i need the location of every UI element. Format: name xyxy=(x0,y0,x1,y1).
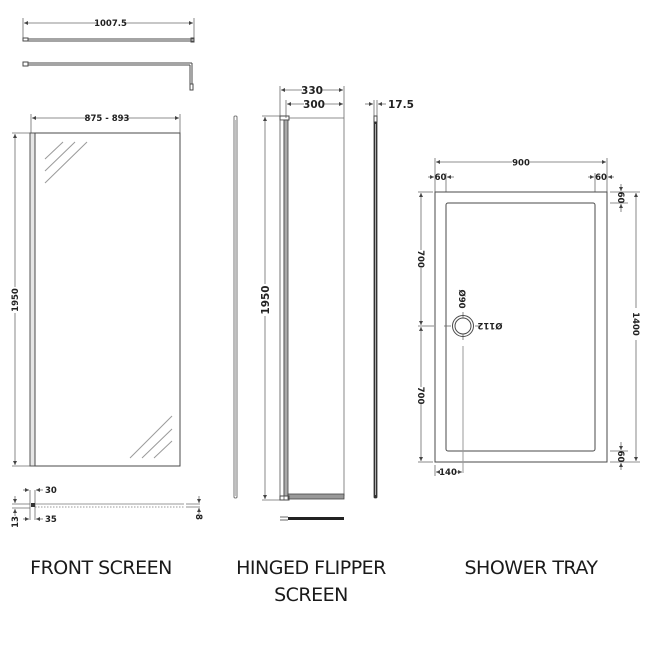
flipper-front-panel xyxy=(279,115,345,501)
flipper-panel-width-dimension: 300 xyxy=(285,99,343,118)
tray-edge-length-dimensions: 60 60 xyxy=(610,184,628,470)
arm-width-label: 1007.5 xyxy=(94,19,127,29)
shower-tray-caption: SHOWER TRAY xyxy=(430,555,632,582)
profile-dim-left-label: 13 xyxy=(11,516,21,528)
flipper-right-edge-view xyxy=(373,115,378,499)
flipper-height-dimension: 1950 xyxy=(260,115,286,501)
panel-height-dimension: 1950 xyxy=(11,132,30,467)
panel-width-label: 875 - 893 xyxy=(85,114,130,124)
tray-half-length-top-label: 700 xyxy=(415,250,425,268)
tray-half-length-bottom-label: 700 xyxy=(415,387,425,405)
flipper-overall-width-label: 330 xyxy=(301,85,323,97)
support-arm-side xyxy=(22,61,194,91)
tray-edge-bottom-label: 60 xyxy=(615,451,625,463)
flipper-left-edge-view xyxy=(233,115,238,499)
shower-tray-drawing: 900 60 60 1400 xyxy=(415,158,640,478)
tray-edge-width-dimensions: 60 60 xyxy=(428,173,614,192)
panel-width-dimension: 875 - 893 xyxy=(30,114,181,133)
front-glass-panel xyxy=(29,132,181,467)
flipper-panel-width-label: 300 xyxy=(303,99,325,111)
profile-dim-right-label: 8 xyxy=(193,514,203,520)
flipper-screen-drawing: 330 300 17.5 1950 xyxy=(233,85,414,521)
tray-width-dimension: 900 xyxy=(434,158,608,192)
profile-dim-top-label: 30 xyxy=(45,486,57,496)
tray-edge-right-label: 60 xyxy=(595,173,607,183)
tray-waste-offset-label: 140 xyxy=(439,468,457,478)
flipper-thickness-label: 17.5 xyxy=(388,99,414,111)
tray-length-dimension: 1400 xyxy=(610,191,640,463)
tray-edge-left-label: 60 xyxy=(435,173,447,183)
support-arm-width-dimension: 1007.5 xyxy=(22,18,195,40)
panel-height-label: 1950 xyxy=(11,288,21,312)
tray-edge-top-label: 60 xyxy=(615,192,625,204)
front-screen-caption: FRONT SCREEN xyxy=(0,555,202,582)
tray-waste-offset-dimension: 140 xyxy=(434,465,462,478)
flipper-screen-caption: HINGED FLIPPER SCREEN xyxy=(210,555,412,609)
flipper-plan-view xyxy=(280,516,344,521)
flipper-overall-width-dimension: 330 xyxy=(279,85,345,118)
front-profile-section: 30 35 13 8 xyxy=(11,486,203,528)
flipper-thickness-dimension: 17.5 xyxy=(365,99,414,118)
flipper-screen-caption-line2: SCREEN xyxy=(274,584,348,606)
front-screen-caption-text: FRONT SCREEN xyxy=(30,557,172,579)
tray-length-label: 1400 xyxy=(630,312,640,336)
tray-body xyxy=(434,191,608,463)
waste-outer-diameter-label: Ø112 xyxy=(477,320,502,331)
flipper-screen-caption-line1: HINGED FLIPPER xyxy=(236,557,386,579)
tray-width-label: 900 xyxy=(512,159,530,169)
shower-tray-caption-text: SHOWER TRAY xyxy=(464,557,598,579)
profile-dim-bottom-label: 35 xyxy=(45,515,57,525)
waste-inner-diameter-label: Ø90 xyxy=(456,289,467,308)
tray-half-length-dimensions: 700 700 xyxy=(415,191,434,463)
tray-waste-outlet: Ø90 Ø112 xyxy=(444,289,502,473)
support-arm-plan xyxy=(22,37,195,43)
flipper-height-label: 1950 xyxy=(260,285,272,314)
front-screen-drawing: 1007.5 875 - 893 xyxy=(11,18,203,528)
